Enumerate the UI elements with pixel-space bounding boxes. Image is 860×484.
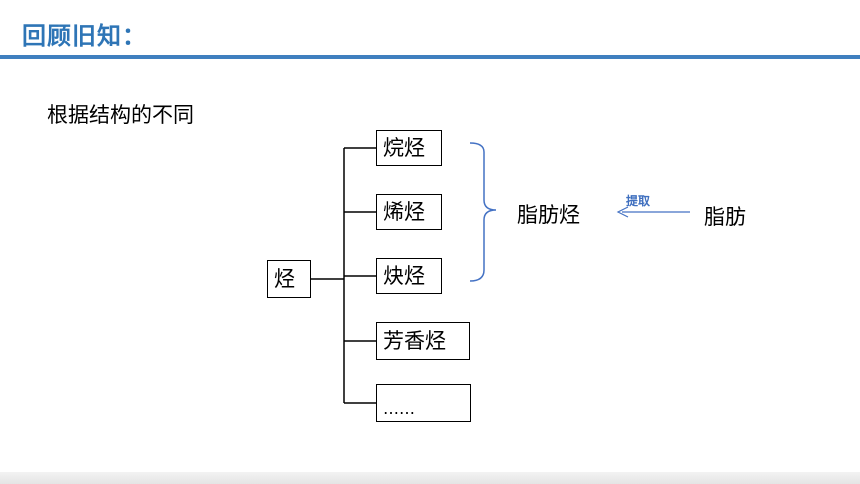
- extract-arrowhead: [616, 206, 629, 218]
- node-label: 炔烃: [383, 263, 425, 288]
- root-node-label: 烃: [274, 266, 295, 291]
- node-label: 烷烃: [383, 135, 425, 160]
- node-label: ……: [383, 399, 415, 418]
- node-label: 芳香烃: [383, 328, 446, 353]
- extract-label: 提取: [626, 194, 651, 208]
- group-label: 脂肪烃: [517, 203, 580, 227]
- group-brace: [469, 142, 497, 282]
- source-label: 脂肪: [704, 205, 746, 229]
- title-divider: [0, 55, 860, 59]
- node-alkane: 烷烃: [376, 130, 442, 166]
- node-more: ……: [376, 384, 471, 422]
- node-alkyne: 炔烃: [376, 258, 442, 294]
- page-title: 回顾旧知：: [22, 22, 147, 50]
- subtitle: 根据结构的不同: [47, 103, 194, 127]
- root-node: 烃: [267, 260, 311, 298]
- node-aromatic: 芳香烃: [376, 322, 470, 360]
- footer-band: [0, 472, 860, 484]
- node-label: 烯烃: [383, 199, 425, 224]
- node-alkene: 烯烃: [376, 194, 442, 230]
